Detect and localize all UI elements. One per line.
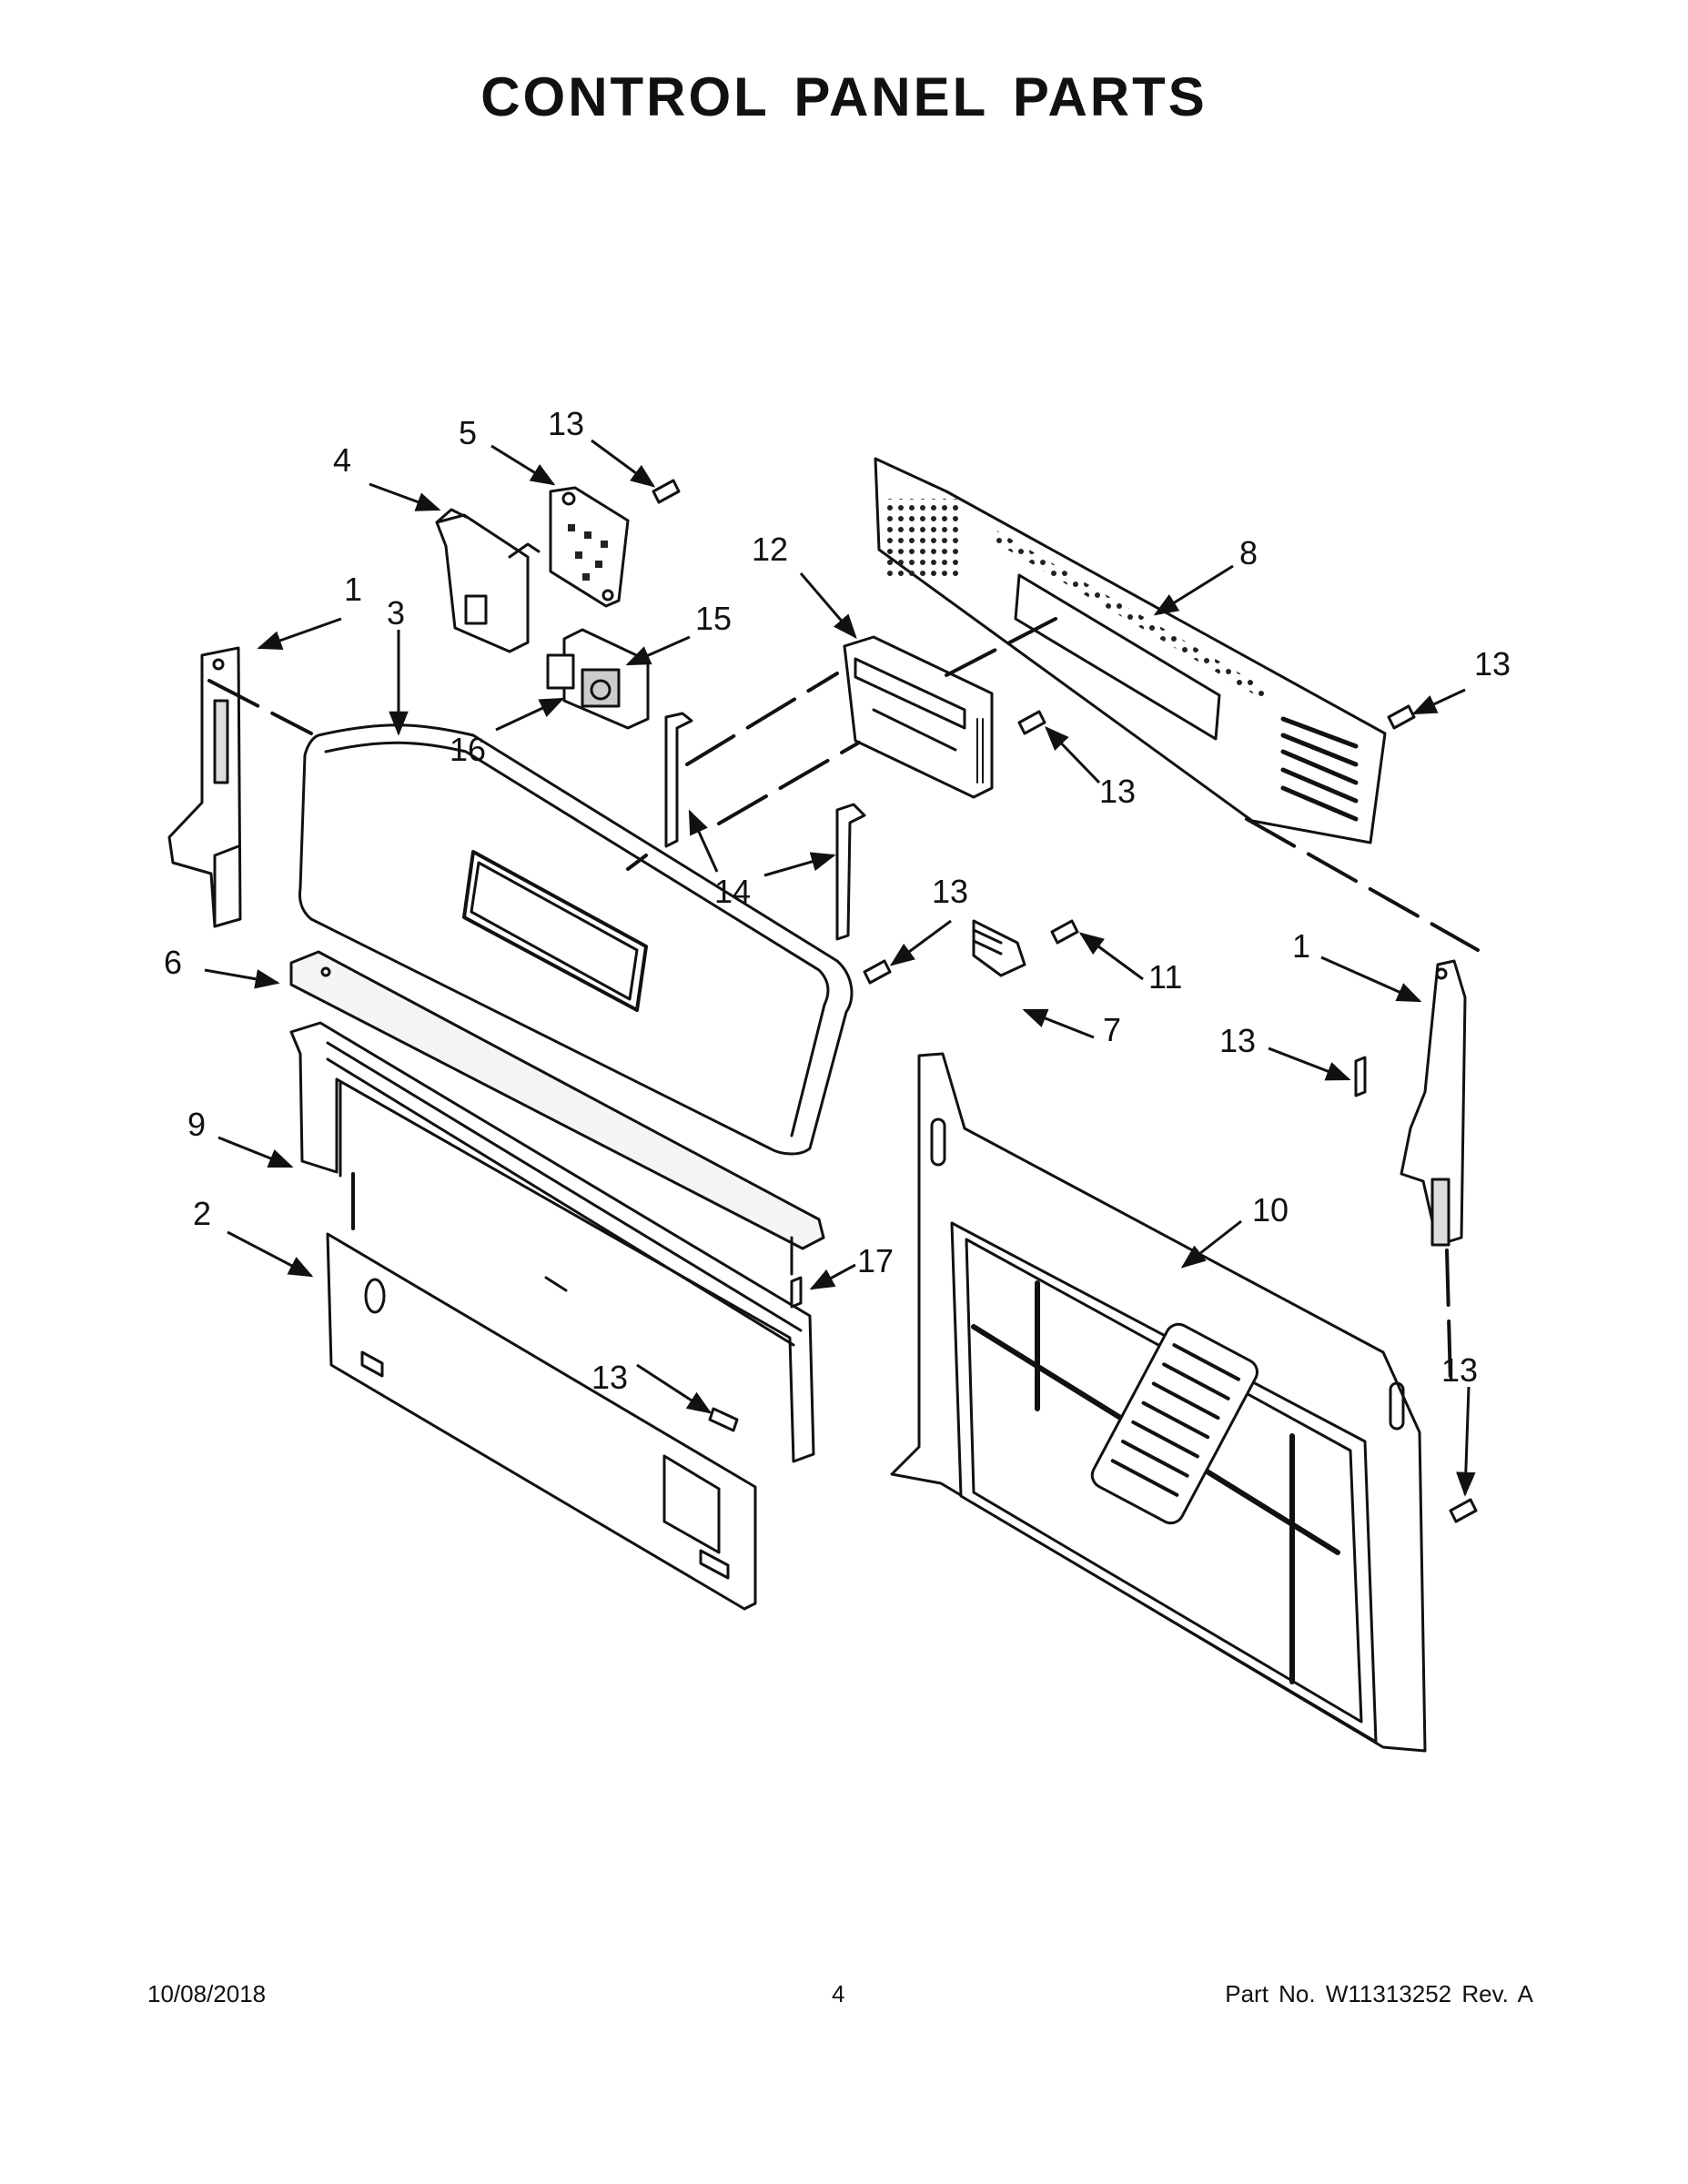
callout-16: 16: [450, 731, 486, 768]
back-shield-part: [326, 1232, 757, 1611]
screw-part: [652, 479, 1478, 1523]
control-board-part: [843, 635, 994, 799]
callout-1-right: 1: [1292, 927, 1310, 965]
circuit-board-part: [549, 486, 630, 608]
control-panel-part: [298, 723, 854, 1156]
left-end-bracket-part: [167, 646, 242, 928]
callout-10: 10: [1252, 1191, 1289, 1228]
callout-7: 7: [1103, 1011, 1121, 1048]
callout-14: 14: [714, 873, 751, 910]
footer-date: 10/08/2018: [147, 1980, 267, 2007]
footer-page-number: 4: [832, 1980, 845, 2007]
callout-13-frame: 13: [591, 1359, 628, 1396]
mounting-bracket-part: [664, 712, 866, 941]
callout-13-center: 13: [932, 873, 968, 910]
callout-8: 8: [1239, 534, 1258, 571]
callout-3: 3: [387, 594, 405, 632]
callout-17: 17: [857, 1242, 894, 1279]
callout-13-right: 13: [1474, 645, 1511, 682]
switch-assembly-part: [546, 628, 650, 730]
panel-trim-part: [289, 950, 825, 1276]
callout-6: 6: [164, 944, 182, 981]
callout-13-bottom-right: 13: [1441, 1351, 1478, 1389]
callout-13-top: 13: [548, 405, 584, 442]
callout-13-bracket: 13: [1219, 1022, 1256, 1059]
rear-panel-part: [874, 457, 1387, 844]
callout-5: 5: [459, 414, 477, 451]
small-clip-part: [972, 919, 1026, 977]
callout-4: 4: [333, 441, 351, 479]
callout-15: 15: [695, 600, 732, 637]
callout-1-left: 1: [344, 571, 362, 608]
callout-13-board: 13: [1099, 773, 1136, 810]
rear-access-panel-part: [890, 1052, 1427, 1753]
callout-2: 2: [193, 1195, 211, 1232]
panel-frame-part: [289, 1021, 815, 1463]
callout-11: 11: [1148, 958, 1182, 996]
callout-12: 12: [752, 531, 788, 568]
right-end-bracket-part: [1400, 959, 1467, 1247]
page-title: CONTROL PANEL PARTS: [480, 66, 1208, 127]
footer-part-number: Part No. W11313252 Rev. A: [1225, 1980, 1533, 2007]
switch-bracket-part: [435, 508, 541, 653]
callout-9: 9: [187, 1106, 206, 1143]
